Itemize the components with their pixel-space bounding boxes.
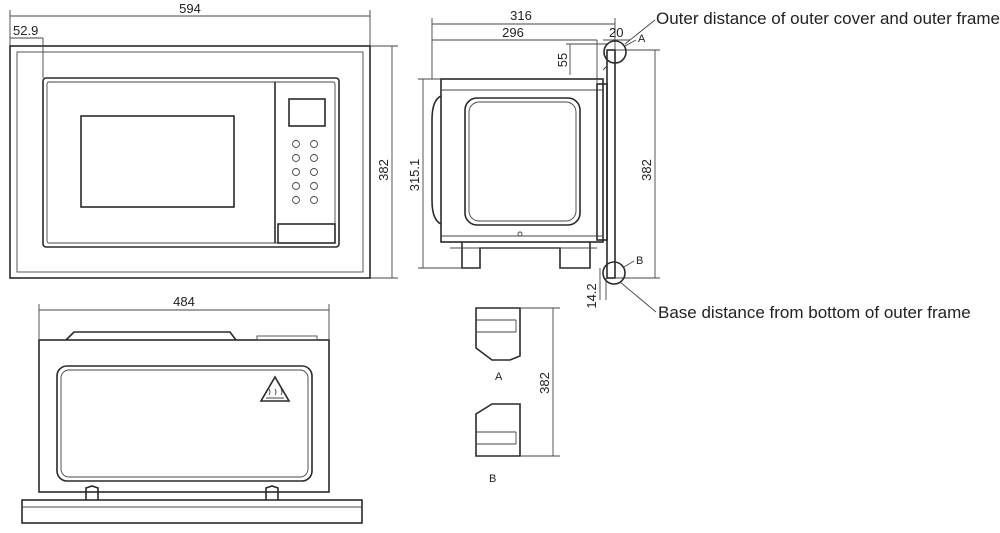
top-base-plate — [21, 499, 363, 524]
detail-label-a: A — [495, 371, 503, 383]
callout-base-distance: Base distance from bottom of outer frame — [658, 303, 971, 322]
control-button — [310, 140, 318, 148]
front-door-inner — [46, 81, 336, 244]
side-outer-frame — [606, 49, 616, 279]
control-button — [292, 168, 300, 176]
control-button — [310, 182, 318, 190]
dim-top-width: 484 — [173, 294, 195, 309]
top-clip — [85, 485, 99, 500]
detail-circle-b — [602, 261, 626, 285]
dim-top-offset: 55 — [555, 53, 570, 67]
dim-cover-offset: 20 — [609, 25, 623, 40]
front-view: 594 52.9 382 — [9, 1, 398, 279]
top-panel-inner — [60, 369, 309, 478]
callout-outer-distance: Outer distance of outer cover and outer … — [656, 9, 1000, 28]
control-button — [292, 154, 300, 162]
control-button — [310, 196, 318, 204]
side-body — [440, 78, 604, 243]
control-buttons — [292, 140, 318, 204]
dim-side-depth-body: 296 — [502, 25, 524, 40]
dim-detail-height: 382 — [537, 372, 552, 394]
side-window-inner — [468, 101, 577, 222]
dim-frame-edge: 52.9 — [13, 23, 38, 38]
front-inner-frame — [16, 51, 364, 273]
side-feet — [461, 242, 591, 269]
top-ridge — [65, 331, 237, 341]
control-button — [292, 140, 300, 148]
side-view: 316 296 20 55 315.1 382 14.2 A B — [407, 8, 1000, 322]
door-open-button — [277, 223, 336, 244]
control-button — [310, 168, 318, 176]
front-door — [42, 77, 340, 248]
detail-circle-a — [603, 40, 627, 64]
dim-front-width: 594 — [179, 1, 201, 16]
front-outer-frame — [9, 45, 371, 279]
dim-base-offset: 14.2 — [584, 283, 599, 308]
side-rear-bulge — [431, 95, 442, 225]
door-window — [80, 115, 235, 208]
detail-tag-b: B — [636, 255, 643, 267]
detail-tag-a: A — [638, 33, 646, 45]
detail-label-b: B — [489, 473, 496, 485]
top-vent — [256, 335, 318, 341]
top-clip — [265, 485, 279, 500]
detail-a-shape — [475, 307, 521, 361]
dim-front-height: 382 — [376, 159, 391, 181]
control-button — [310, 154, 318, 162]
side-window — [464, 97, 581, 226]
detail-views: A B 382 — [475, 307, 560, 485]
dim-side-depth-total: 316 — [510, 8, 532, 23]
control-button — [292, 196, 300, 204]
top-body — [38, 339, 330, 493]
top-view: 484 — [21, 294, 363, 524]
warning-hot-surface-icon — [259, 375, 291, 402]
dim-side-height: 315.1 — [407, 159, 422, 192]
side-front-panel — [596, 83, 608, 241]
detail-b-shape — [475, 403, 521, 457]
control-button — [292, 182, 300, 190]
dim-side-frame-height: 382 — [639, 159, 654, 181]
top-panel — [56, 365, 313, 482]
display-screen — [288, 98, 326, 127]
